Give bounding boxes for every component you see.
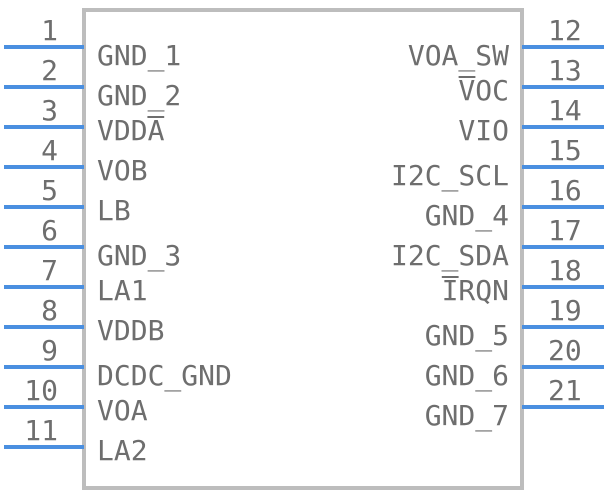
pin-number: 17 xyxy=(548,214,582,247)
pin-name: VDDA xyxy=(97,114,165,147)
pin-number: 10 xyxy=(24,374,58,407)
pin-name: GND_5 xyxy=(425,319,509,353)
left-pin-group: 1GND_12GND_23VDDA4VOB5LB6GND_37LA18VDDB9… xyxy=(4,14,232,467)
pin-name: DCDC_GND xyxy=(97,359,232,393)
pin-name: VOB xyxy=(97,154,148,187)
pin-number: 1 xyxy=(41,14,58,47)
pin-number: 3 xyxy=(41,94,58,127)
pin-name: GND_4 xyxy=(425,199,509,233)
pin-number: 7 xyxy=(41,254,58,287)
pin-name: GND_6 xyxy=(425,359,509,393)
pin-number: 6 xyxy=(41,214,58,247)
pin-number: 9 xyxy=(41,334,58,367)
pin-name: GND_3 xyxy=(97,239,181,273)
pin-name: I2C_SCL xyxy=(391,159,509,193)
pin-name: VDDB xyxy=(97,314,164,347)
pin-name: GND_1 xyxy=(97,39,181,73)
pin-name: I2C_SDA xyxy=(391,239,509,273)
pin-name: IRQN xyxy=(442,274,509,307)
pin-5: 5LB xyxy=(4,174,131,227)
pin-number: 19 xyxy=(548,294,582,327)
pin-number: 15 xyxy=(548,134,582,167)
ic-body-outline xyxy=(82,8,524,490)
pin-number: 18 xyxy=(548,254,582,287)
pin-number: 11 xyxy=(24,414,58,447)
pin-number: 21 xyxy=(548,374,582,407)
pin-name: VOA_SW xyxy=(408,39,509,73)
pin-number: 5 xyxy=(41,174,58,207)
pin-number: 20 xyxy=(548,334,582,367)
pin-number: 8 xyxy=(41,294,58,327)
pin-name: VOC xyxy=(458,74,509,107)
pin-name: GND_7 xyxy=(425,399,509,433)
pin-name: GND_2 xyxy=(97,79,181,113)
pin-name: LA2 xyxy=(97,434,148,467)
pin-name: VIO xyxy=(458,114,509,147)
pin-name: LB xyxy=(97,194,131,227)
pin-name: VOA xyxy=(97,394,148,427)
pin-number: 14 xyxy=(548,94,582,127)
pin-number: 13 xyxy=(548,54,582,87)
pin-number: 2 xyxy=(41,54,58,87)
pin-number: 12 xyxy=(548,14,582,47)
pin-number: 16 xyxy=(548,174,582,207)
pin-name: LA1 xyxy=(97,274,148,307)
pin-number: 4 xyxy=(41,134,58,167)
